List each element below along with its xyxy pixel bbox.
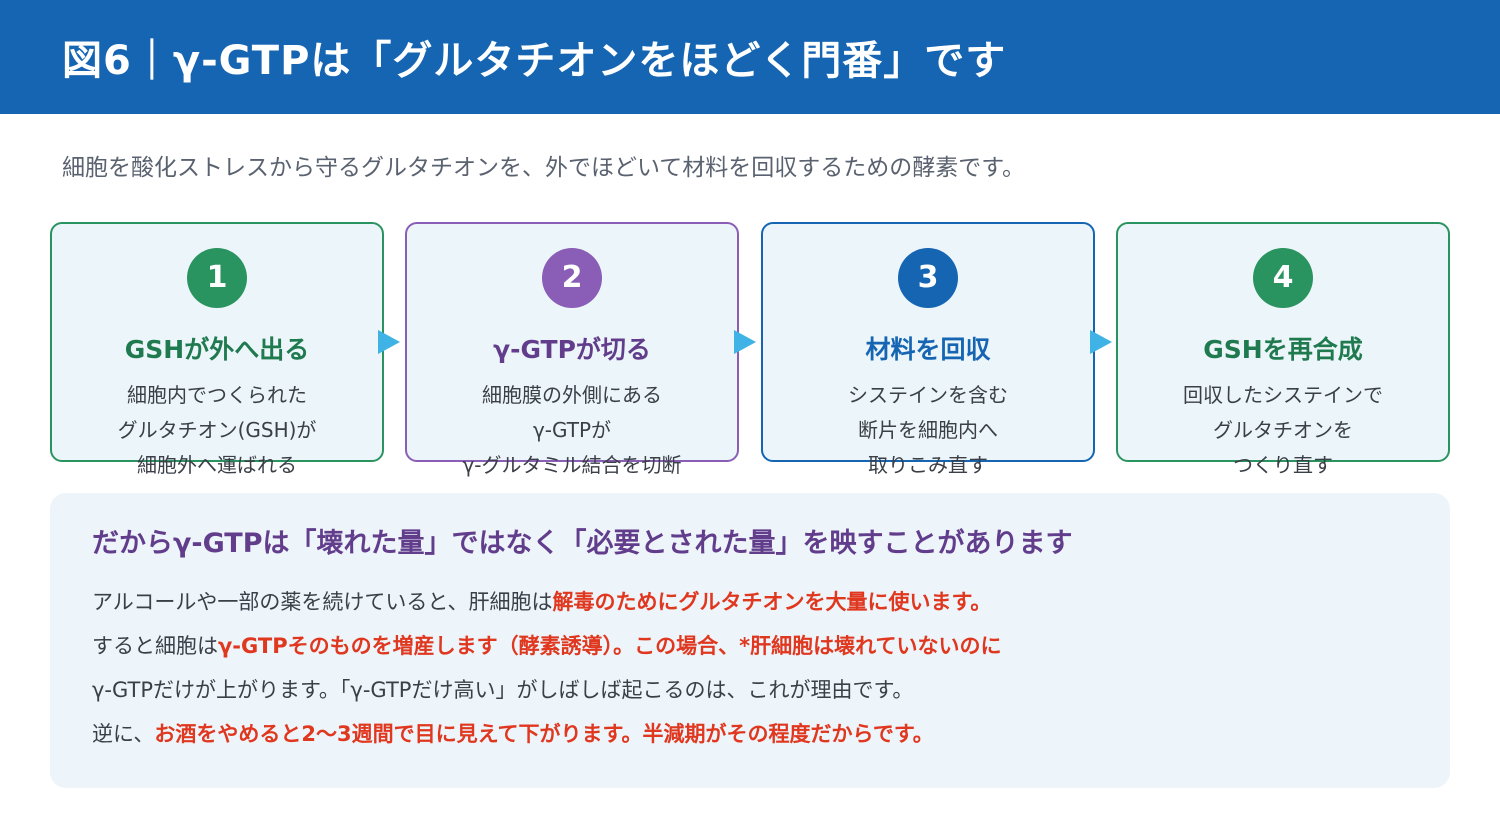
step-description-line: 断片を細胞内へ	[858, 418, 998, 442]
panel-title: だからγ-GTPは「壊れた量」ではなく「必要とされた量」を映すことがあります	[92, 528, 1073, 559]
step-title: 材料を回収	[865, 335, 991, 364]
step-description-line: γ-グルタミル結合を切断	[462, 453, 682, 477]
step-number-badge: 4	[1253, 248, 1313, 308]
header-bar: 図6｜γ-GTPは「グルタチオンをほどく門番」です	[0, 0, 1500, 114]
subtitle: 細胞を酸化ストレスから守るグルタチオンを、外でほどいて材料を回収するための酵素で…	[62, 155, 1026, 181]
step-description-line: 取りこみ直す	[868, 453, 988, 477]
highlight-text: γ-GTPそのものを増産します（酵素誘導）。この場合、*肝細胞は壊れていないのに	[218, 634, 1002, 658]
step-description-line: つくり直す	[1233, 453, 1333, 477]
page-title: 図6｜γ-GTPは「グルタチオンをほどく門番」です	[62, 38, 1007, 84]
panel-text: 逆に、	[92, 722, 155, 746]
step-title: GSHを再合成	[1203, 335, 1363, 364]
panel-line: 逆に、お酒をやめると2〜3週間で目に見えて下がります。半減期がその程度だからです…	[92, 712, 1408, 756]
step-number-badge: 2	[542, 248, 602, 308]
step-description: 回収したシステインで グルタチオンを つくり直す	[1118, 378, 1448, 483]
step-description-line: 細胞内でつくられた	[127, 383, 307, 407]
step-title: γ-GTPが切る	[493, 335, 651, 364]
panel-text: アルコールや一部の薬を続けていると、肝細胞は	[92, 590, 553, 614]
panel-text: γ-GTPだけが上がります。「γ-GTPだけ高い」がしばしば起こるのは、これが理…	[92, 678, 914, 702]
step-description-line: γ-GTPが	[532, 418, 612, 442]
highlight-text: 解毒のためにグルタチオンを大量に使います。	[552, 590, 992, 614]
steps-flow: 1 GSHが外へ出る 細胞内でつくられた グルタチオン(GSH)が 細胞外へ運ば…	[50, 222, 1450, 477]
panel-body: アルコールや一部の薬を続けていると、肝細胞は解毒のためにグルタチオンを大量に使い…	[92, 580, 1408, 756]
step-description: 細胞内でつくられた グルタチオン(GSH)が 細胞外へ運ばれる	[52, 378, 382, 483]
step-description-line: グルタチオンを	[1213, 418, 1353, 442]
arrow-right-icon	[378, 330, 400, 354]
arrow-right-icon	[1090, 330, 1112, 354]
step-description-line: 細胞膜の外側にある	[482, 383, 662, 407]
panel-line: すると細胞はγ-GTPそのものを増産します（酵素誘導）。この場合、*肝細胞は壊れ…	[92, 624, 1408, 668]
panel-line: γ-GTPだけが上がります。「γ-GTPだけ高い」がしばしば起こるのは、これが理…	[92, 668, 1408, 712]
step-card-2: 2 γ-GTPが切る 細胞膜の外側にある γ-GTPが γ-グルタミル結合を切断	[405, 222, 739, 477]
step-description-line: システインを含む	[848, 383, 1008, 407]
step-description-line: グルタチオン(GSH)が	[117, 418, 317, 442]
step-title: GSHが外へ出る	[124, 335, 310, 364]
step-card-4: 4 GSHを再合成 回収したシステインで グルタチオンを つくり直す	[1116, 222, 1450, 477]
highlight-text: お酒をやめると2〜3週間で目に見えて下がります。半減期がその程度だからです。	[154, 722, 934, 746]
step-card-1: 1 GSHが外へ出る 細胞内でつくられた グルタチオン(GSH)が 細胞外へ運ば…	[50, 222, 384, 477]
step-description: システインを含む 断片を細胞内へ 取りこみ直す	[763, 378, 1093, 483]
step-description-line: 回収したシステインで	[1183, 383, 1383, 407]
step-description: 細胞膜の外側にある γ-GTPが γ-グルタミル結合を切断	[407, 378, 737, 483]
explanation-panel: だからγ-GTPは「壊れた量」ではなく「必要とされた量」を映すことがあります ア…	[50, 493, 1450, 788]
arrow-right-icon	[734, 330, 756, 354]
step-number-badge: 3	[898, 248, 958, 308]
panel-text: すると細胞は	[92, 634, 218, 658]
panel-line: アルコールや一部の薬を続けていると、肝細胞は解毒のためにグルタチオンを大量に使い…	[92, 580, 1408, 624]
step-number-badge: 1	[187, 248, 247, 308]
step-description-line: 細胞外へ運ばれる	[137, 453, 297, 477]
step-card-3: 3 材料を回収 システインを含む 断片を細胞内へ 取りこみ直す	[761, 222, 1095, 477]
